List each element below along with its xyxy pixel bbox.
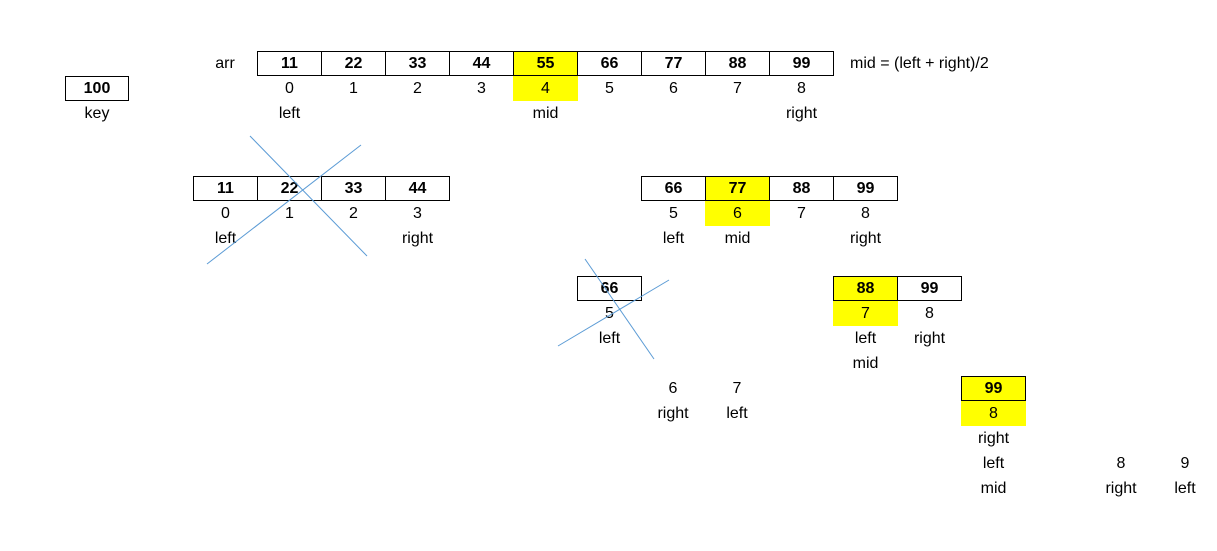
index-label: 5 <box>605 305 614 322</box>
index-label: 2 <box>349 205 358 222</box>
index-label: 6 <box>668 380 678 397</box>
index-label: 8 <box>961 401 1026 426</box>
index-label: 7 <box>732 380 742 397</box>
key-label: key <box>84 105 110 122</box>
array-cell: 44 <box>385 176 450 201</box>
index-label: 4 <box>513 76 578 101</box>
pointer-label-left: left <box>662 230 685 247</box>
pointer-label-right: right <box>657 405 689 422</box>
array-cell: 88 <box>833 276 898 301</box>
array-cell: 99 <box>769 51 834 76</box>
pointer-label-mid: mid <box>980 480 1007 497</box>
array-cell: 99 <box>833 176 898 201</box>
arr-label: arr <box>215 55 235 72</box>
array-cell: 88 <box>769 176 834 201</box>
array-cell: 77 <box>641 51 706 76</box>
pointer-label-right: right <box>785 105 818 122</box>
key-value-box: 100 <box>65 76 129 101</box>
pointer-label-left: left <box>982 455 1005 472</box>
index-label: 0 <box>285 80 294 97</box>
index-label: 5 <box>605 80 614 97</box>
array-cell: 11 <box>193 176 258 201</box>
mid-formula: mid = (left + right)/2 <box>850 55 989 72</box>
array-cell: 99 <box>961 376 1026 401</box>
index-label: 3 <box>413 205 422 222</box>
pointer-label-right: right <box>1105 480 1137 497</box>
array-cell: 77 <box>705 176 770 201</box>
array-cell: 99 <box>897 276 962 301</box>
array-cell: 44 <box>449 51 514 76</box>
pointer-label-right: right <box>977 430 1010 447</box>
pointer-label-mid: mid <box>532 105 559 122</box>
array-cell: 55 <box>513 51 578 76</box>
pointer-label-left: left <box>1174 480 1196 497</box>
index-label: 9 <box>1180 455 1190 472</box>
array-cell: 22 <box>321 51 386 76</box>
pointer-label-left: left <box>278 105 301 122</box>
index-label: 8 <box>925 305 934 322</box>
pointer-label-mid: mid <box>852 355 879 372</box>
pointer-label-left: left <box>598 330 621 347</box>
index-label: 6 <box>669 80 678 97</box>
index-label: 8 <box>1116 455 1126 472</box>
index-label: 1 <box>285 205 294 222</box>
index-label: 2 <box>413 80 422 97</box>
index-label: 8 <box>797 80 806 97</box>
pointer-label-right: right <box>913 330 946 347</box>
pointer-label-left: left <box>854 330 877 347</box>
index-label: 0 <box>221 205 230 222</box>
array-cell: 66 <box>577 51 642 76</box>
array-cell: 66 <box>577 276 642 301</box>
index-label: 5 <box>669 205 678 222</box>
index-label: 7 <box>733 80 742 97</box>
index-label: 3 <box>477 80 486 97</box>
pointer-label-left: left <box>726 405 748 422</box>
pointer-label-right: right <box>849 230 882 247</box>
pointer-label-right: right <box>401 230 434 247</box>
array-cell: 88 <box>705 51 770 76</box>
cross-out-line <box>557 279 670 347</box>
pointer-label-mid: mid <box>724 230 751 247</box>
index-label: 7 <box>797 205 806 222</box>
index-label: 6 <box>705 201 770 226</box>
cross-out-line <box>249 135 368 257</box>
index-label: 1 <box>349 80 358 97</box>
pointer-label-left: left <box>214 230 237 247</box>
index-label: 8 <box>861 205 870 222</box>
array-cell: 33 <box>321 176 386 201</box>
array-cell: 66 <box>641 176 706 201</box>
array-cell: 11 <box>257 51 322 76</box>
index-label: 7 <box>833 301 898 326</box>
cross-out-line <box>206 144 362 265</box>
